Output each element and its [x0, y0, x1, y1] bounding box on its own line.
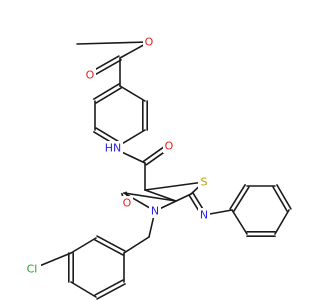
bond-ce-o2-second: [90, 59, 122, 78]
bond-q5-q6-second: [94, 279, 124, 296]
atom-o2: O: [84, 68, 96, 82]
svg-text:Cl: Cl: [27, 263, 38, 276]
bond-q4-q5: [70, 281, 97, 298]
svg-text:O: O: [165, 140, 174, 153]
bond-p3-p4-second: [276, 184, 292, 210]
bond-p3-p4: [272, 186, 288, 212]
svg-text:HN: HN: [105, 142, 122, 155]
bond-p6-p1: [231, 209, 248, 235]
atom-n1: N: [149, 204, 161, 218]
atom-cl: Cl: [23, 262, 41, 276]
bond-c5-c6: [144, 189, 177, 202]
svg-text:N: N: [151, 205, 159, 218]
atom-n2: N: [198, 208, 210, 222]
bond-b4-b5: [95, 127, 122, 144]
svg-text:O: O: [86, 69, 95, 82]
bond-q2-q3: [70, 237, 97, 254]
bond-b3-b4: [119, 129, 146, 146]
bonds: [31, 41, 292, 300]
bond-ch2-q1: [123, 236, 150, 254]
atom-o4: O: [121, 196, 133, 210]
bond-q1-q2-second: [94, 239, 124, 256]
bond-p1-p2: [233, 186, 250, 212]
svg-text:O: O: [145, 36, 154, 49]
atom-s1: S: [198, 175, 210, 189]
atom-o1: O: [143, 35, 155, 49]
atom-labels: O O HN O S O N N Cl: [23, 35, 210, 276]
bond-c6-s1: [144, 181, 205, 191]
svg-text:O: O: [123, 197, 132, 210]
bond-b6-b1-second: [93, 83, 120, 100]
bond-me-o1: [76, 41, 150, 45]
bond-p4-p5: [274, 209, 290, 235]
atom-o3: O: [163, 139, 175, 153]
bond-b6-b1: [95, 87, 122, 104]
bond-q5-q6: [96, 283, 126, 300]
svg-text:N: N: [200, 209, 208, 222]
bond-q1-q2: [96, 235, 126, 252]
bond-c4-c5: [123, 192, 177, 202]
svg-text:S: S: [201, 176, 208, 189]
bond-p1-p2-second: [229, 184, 246, 210]
atom-hn: HN: [103, 141, 123, 155]
bond-b1-b2: [119, 85, 146, 102]
molecule-structure: O O HN O S O N N Cl: [23, 35, 292, 300]
